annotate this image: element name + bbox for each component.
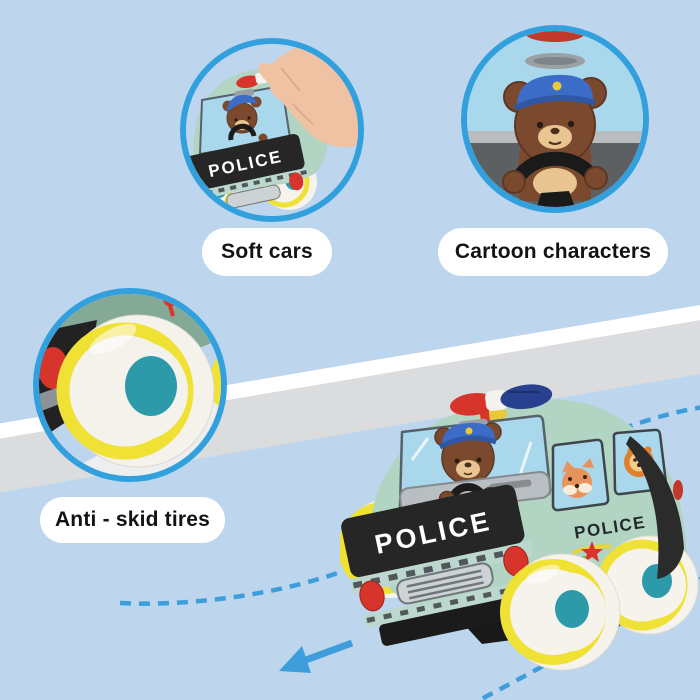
- zoom-circle-soft-cars: POLICE: [180, 38, 364, 222]
- car-driver-bear: [434, 422, 502, 485]
- label-pill-cartoon-characters: Cartoon characters: [438, 228, 668, 276]
- cartoon-characters-label: Cartoon characters: [454, 240, 652, 263]
- closeup-bear: [222, 94, 268, 143]
- closeup-siren: [525, 31, 585, 42]
- closeup-wheel: [56, 314, 215, 468]
- label-pill-soft-cars: Soft cars: [202, 228, 332, 276]
- wheel-closeup: [39, 294, 221, 476]
- arrow-icon: [279, 639, 354, 673]
- car-front-wheel: [500, 553, 621, 671]
- anti-skid-tires-label: Anti - skid tires: [54, 508, 211, 531]
- car-front-panel: POLICE: [341, 484, 535, 646]
- closeup-bear-character: [502, 74, 608, 207]
- car-roof-light: [449, 384, 553, 425]
- dashed-route-line-left: [119, 559, 367, 606]
- car-rear: [626, 436, 684, 579]
- toy-police-car-image: POLICE: [340, 384, 699, 671]
- soft-cars-label: Soft cars: [221, 240, 313, 263]
- closeup-front-panel: POLICE: [186, 133, 310, 213]
- zoom-circle-cartoon-characters: [461, 25, 649, 213]
- side-window-fox: [551, 438, 610, 512]
- label-pill-anti-skid-tires: Anti - skid tires: [40, 497, 225, 543]
- front-light-left: [359, 580, 385, 612]
- hand-press-closeup: POLICE: [186, 44, 358, 216]
- zoom-circle-anti-skid: [33, 288, 227, 482]
- dashed-route-line-right: [621, 405, 700, 432]
- bear-closeup: [467, 31, 643, 207]
